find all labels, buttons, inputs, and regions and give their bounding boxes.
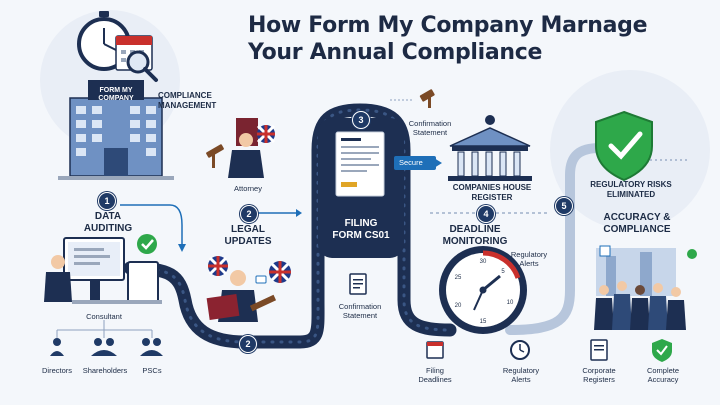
step-5-line-1: ACCURACY &	[603, 212, 671, 223]
corporate-registers-line-1: Corporate	[582, 366, 616, 375]
document-icon	[599, 245, 611, 257]
chat-bubble-icon	[255, 275, 267, 284]
regulatory-alerts-bottom-line-2: Alerts	[511, 375, 531, 384]
check-circle-icon	[687, 249, 697, 259]
building-sign: FORM MY COMPANY	[93, 87, 139, 103]
person-icon	[50, 338, 163, 356]
uk-flag-icon	[269, 261, 291, 283]
step-4-line-1: DEADLINE	[449, 224, 501, 235]
step-2-line-1: LEGAL	[231, 224, 265, 235]
check-mark-icon	[141, 239, 154, 250]
regulatory-risks-label: REGULATORY RISKS ELIMINATED	[576, 180, 686, 199]
step-1-line-2: AUDITING	[83, 223, 133, 234]
regulatory-alerts-clock-line-1: Regulatory	[510, 250, 548, 259]
step-3-line-2: FORM CS01	[332, 230, 390, 241]
arrow-data-legal	[120, 204, 183, 245]
confirmation-bottom-line-1: Confirmation	[338, 302, 382, 311]
shield-check-icon	[595, 110, 653, 182]
confirmation-statement-bottom-label: Confirmation Statement	[328, 302, 392, 320]
confirmation-top-line-2: Statement	[412, 128, 448, 137]
companies-house-line-2: REGISTER	[471, 192, 513, 202]
filing-deadlines-line-1: Filing	[426, 366, 444, 375]
legal-reader-figure	[206, 270, 277, 322]
page-title: How Form My Company Marnage Your Annual …	[248, 12, 668, 66]
clock-number: 5	[501, 269, 505, 275]
clock-number: 20	[454, 303, 462, 309]
step-label-deadline-monitoring: DEADLINE MONITORING	[420, 224, 530, 248]
step-3-line-1: FILING	[344, 218, 378, 229]
regulatory-alerts-bottom-label: Regulatory Alerts	[495, 366, 547, 384]
office-building-icon	[58, 80, 174, 180]
document-icon	[349, 273, 367, 295]
regulatory-alerts-clock-line-2: Alerts	[519, 259, 539, 268]
step-1-line-1: DATA	[94, 211, 122, 222]
step-5-line-2: COMPLIANCE	[603, 224, 671, 235]
filing-deadlines-line-2: Deadlines	[418, 375, 452, 384]
complete-accuracy-line-1: Complete	[646, 366, 680, 375]
confirmation-bottom-line-2: Statement	[342, 311, 378, 320]
regulatory-alerts-bottom-line-1: Regulatory	[502, 366, 540, 375]
step-4-line-2: MONITORING	[442, 236, 508, 247]
flow-path-light	[505, 143, 605, 335]
corporate-registers-label: Corporate Registers	[572, 366, 626, 384]
complete-accuracy-label: Complete Accuracy	[636, 366, 690, 384]
step-badge-2: 2	[240, 205, 258, 223]
attorney-label: Attorney	[234, 184, 262, 193]
courthouse-icon	[448, 115, 532, 181]
shareholders-label: Shareholders	[82, 366, 128, 375]
corporate-registers-line-2: Registers	[583, 375, 615, 384]
clock-number: 30	[479, 259, 487, 265]
calendar-icon	[426, 341, 444, 359]
consultant-workstation	[44, 237, 162, 304]
directors-label: Directors	[41, 366, 72, 375]
companies-house-line-1: COMPANIES HOUSE	[452, 183, 532, 192]
clock-number: 25	[454, 275, 462, 281]
path-badge-2: 2	[239, 335, 257, 353]
attorney-figure	[206, 118, 264, 178]
title-line-2: Your Annual Compliance	[248, 40, 543, 65]
pscs-label: PSCs	[142, 366, 162, 375]
document-icon	[590, 339, 608, 361]
step-2-line-2: UPDATES	[224, 236, 272, 247]
regulatory-risks-line-2: ELIMINATED	[606, 189, 656, 199]
clock-number: 15	[479, 319, 487, 325]
consultant-label: Consultant	[86, 312, 122, 321]
gavel-icon	[419, 89, 435, 108]
secure-tag: Secure	[394, 156, 436, 170]
uk-flag-icon	[256, 124, 276, 144]
deadline-clock	[439, 246, 527, 334]
confirmation-top-line-1: Confirmation	[408, 119, 452, 128]
step-badge-5: 5	[555, 197, 573, 215]
regulatory-alerts-clock-label: Regulatory Alerts	[504, 250, 554, 268]
alarm-clock-icon	[510, 340, 530, 360]
shield-check-icon	[652, 339, 672, 362]
building-sign-line-1: FORM MY	[99, 87, 133, 94]
step-label-data-auditing: DATA AUDITING	[60, 211, 156, 235]
step-badge-1: 1	[98, 192, 116, 210]
team-figures	[594, 248, 686, 330]
title-line-1: How Form My Company Marnage	[248, 13, 648, 38]
step-label-filing: FILING FORM CS01	[318, 218, 404, 242]
filing-deadlines-label: Filing Deadlines	[410, 366, 460, 384]
step-label-legal-updates: LEGAL UPDATES	[196, 224, 300, 248]
complete-accuracy-line-2: Accuracy	[647, 375, 679, 384]
compliance-management-line-2: MANAGEMENT	[158, 100, 217, 110]
clock-number: 10	[506, 300, 514, 306]
org-tree-lines	[56, 320, 153, 338]
check-circle-icon	[137, 234, 157, 254]
magnifier-icon	[126, 50, 158, 82]
step-badge-3: 3	[352, 111, 370, 129]
compliance-management-line-1: COMPLIANCE	[158, 91, 212, 100]
step-label-accuracy-compliance: ACCURACY & COMPLIANCE	[582, 212, 692, 236]
companies-house-label: COMPANIES HOUSE REGISTER	[440, 183, 544, 202]
step-badge-4: 4	[477, 205, 495, 223]
confirmation-statement-top-label: Confirmation Statement	[398, 119, 462, 137]
compliance-management-label: COMPLIANCE MANAGEMENT	[158, 91, 216, 110]
building-sign-line-2: COMPANY	[98, 95, 134, 102]
regulatory-risks-line-1: REGULATORY RISKS	[590, 180, 672, 189]
uk-flag-icon	[208, 256, 228, 276]
